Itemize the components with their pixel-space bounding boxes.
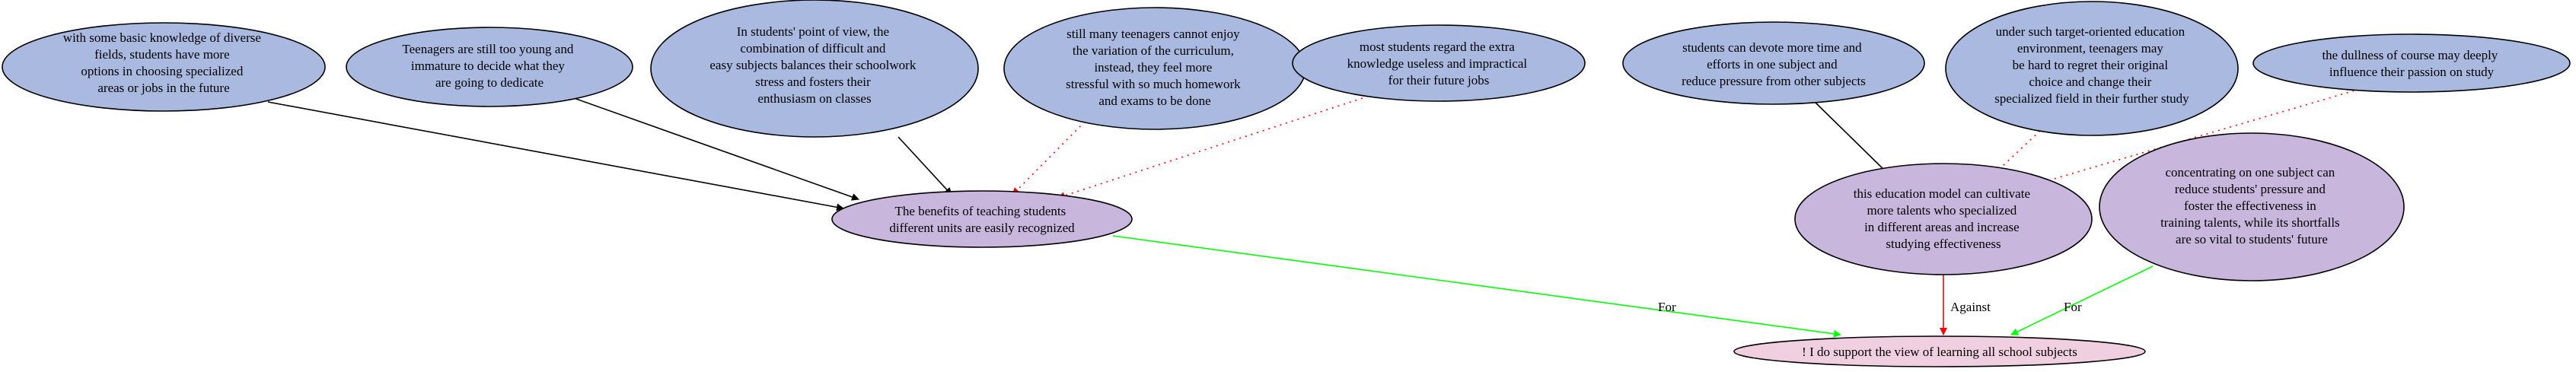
edge-label-against: Against [1950,300,1991,314]
premise-node-8: the dullness of course may deeply influe… [2252,33,2571,93]
node-shape [2099,132,2405,281]
claim-node-1: The benefits of teaching students differ… [831,190,1133,248]
edge-claim1-for-root [1112,235,1841,338]
node-label: ! I do support the view of learning all … [1802,345,2077,359]
edge-n6-to-claim2 [1814,101,1892,177]
edge-n1-to-claim1 [267,101,844,211]
node-label: still many teenagers cannot enjoy the va… [1066,27,1244,108]
node-shape [2,22,326,112]
node-shape [650,0,979,138]
edge-n5-to-claim1 [1057,94,1375,199]
premise-node-1: with some basic knowledge of diverse fie… [2,22,326,112]
node-shape [1945,1,2239,136]
premise-node-5: most students regard the extra knowledge… [1292,24,1586,102]
edge-n3-to-claim1 [897,136,952,196]
node-shape [831,190,1133,248]
edge-n4-to-claim1 [1012,121,1086,196]
claim-node-2: this education model can cultivate more … [1794,163,2093,275]
node-label: Teenagers are still too young and immatu… [402,42,576,90]
edge-label-for-2: For [2064,300,2082,314]
node-label: this education model can cultivate more … [1854,186,2034,251]
edge-claim3-for-root [2010,265,2154,335]
node-label: with some basic knowledge of diverse fie… [63,30,264,95]
node-shape [2252,33,2571,93]
edge-labels: For Against For [1658,300,2082,314]
node-shape [1622,21,1925,105]
edge-n2-to-claim1 [563,94,859,201]
premise-node-2: Teenagers are still too young and immatu… [346,27,633,107]
node-shape [1794,163,2093,275]
node-label: concentrating on one subject can reduce … [2160,165,2343,246]
claim-node-3: concentrating on one subject can reduce … [2099,132,2405,281]
node-label: The benefits of teaching students differ… [889,204,1075,235]
premise-node-4: still many teenagers cannot enjoy the va… [1003,7,1306,130]
premise-node-6: students can devote more time and effort… [1622,21,1925,105]
premise-node-7: under such target-oriented education env… [1945,1,2239,136]
root-node: ! I do support the view of learning all … [1733,335,2146,367]
node-shape [1292,24,1586,102]
edge-label-for-1: For [1658,300,1676,314]
premise-node-3: In students' point of view, the combinat… [650,0,979,138]
edges [267,88,2361,338]
node-label: most students regard the extra knowledge… [1347,40,1531,87]
node-label: under such target-oriented education env… [1994,24,2189,106]
node-label: the dullness of course may deeply influe… [2322,48,2501,79]
node-shape [346,27,633,107]
node-shape [1733,335,2146,367]
node-label: students can devote more time and effort… [1682,40,1866,88]
node-label: In students' point of view, the combinat… [709,24,919,106]
edge-n8-to-claim2 [2030,88,2361,188]
